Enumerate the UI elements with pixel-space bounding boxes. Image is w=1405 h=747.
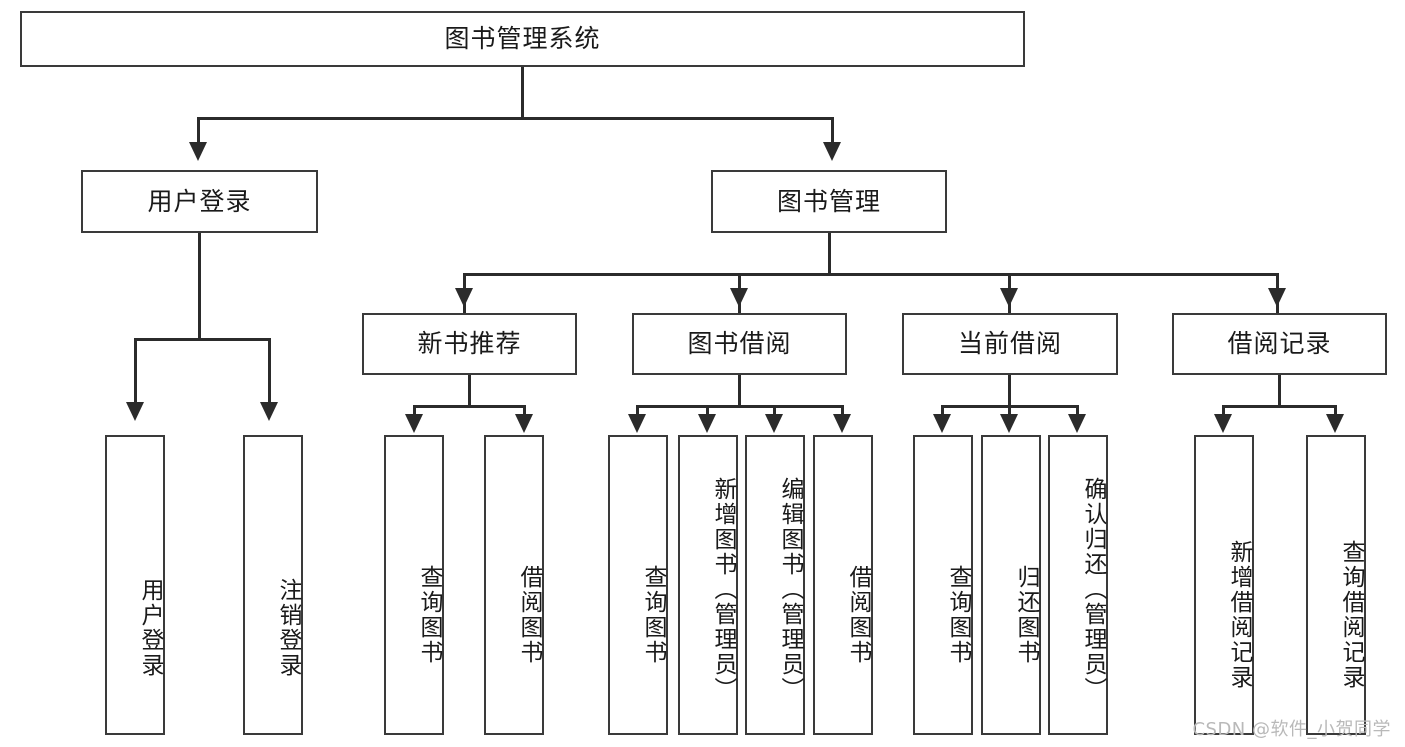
edge-new-book-bus (413, 405, 526, 408)
edge-current-borrow-drop-2 (1008, 405, 1011, 419)
edge-book-borrow-drop-1 (636, 405, 639, 419)
leaf-current-borrow-return-books[interactable]: 归还图书 (981, 435, 1041, 735)
edge-borrow-record-drop-2 (1334, 405, 1337, 419)
arrow-user-login-leaf-1 (126, 402, 144, 421)
node-label: 归还图书 (1013, 565, 1039, 665)
node-book-borrow[interactable]: 图书借阅 (632, 313, 847, 375)
edge-current-borrow-stem (1008, 375, 1011, 407)
edge-user-login-stem (198, 233, 201, 340)
edge-book-borrow-drop-2 (706, 405, 709, 419)
arrow-new-book-leaf-1 (405, 414, 423, 433)
leaf-current-borrow-query-books[interactable]: 查询图书 (913, 435, 973, 735)
edge-book-management-bus (463, 273, 1279, 276)
node-label: 查询图书 (945, 565, 971, 665)
arrow-new-book-leaf-2 (515, 414, 533, 433)
node-borrow-record[interactable]: 借阅记录 (1172, 313, 1387, 375)
edge-root-to-user-login (197, 117, 200, 146)
edge-new-book-drop-2 (523, 405, 526, 419)
node-label: 当前借阅 (957, 329, 1062, 359)
edge-root-to-book-management (831, 117, 834, 146)
node-label: 借阅记录 (1227, 329, 1332, 359)
arrow-root-to-book-management (823, 142, 841, 161)
arrow-book-borrow-leaf-3 (765, 414, 783, 433)
leaf-book-borrow-borrow-books[interactable]: 借阅图书 (813, 435, 873, 735)
arrow-book-borrow-leaf-1 (628, 414, 646, 433)
edge-borrow-record-bus (1222, 405, 1337, 408)
edge-current-borrow-drop-3 (1076, 405, 1079, 419)
leaf-user-login-login[interactable]: 用户登录 (105, 435, 165, 735)
node-label: 新书推荐 (417, 329, 522, 359)
node-new-book-recommend[interactable]: 新书推荐 (362, 313, 577, 375)
leaf-book-borrow-edit-book-admin[interactable]: 编辑图书（管理员） (745, 435, 805, 735)
node-label: 注销登录 (275, 578, 301, 678)
leaf-new-book-borrow-books[interactable]: 借阅图书 (484, 435, 544, 735)
node-label: 图书管理 (776, 186, 881, 216)
node-label: 编辑图书（管理员） (777, 476, 803, 702)
node-root-book-management-system[interactable]: 图书管理系统 (20, 11, 1025, 67)
node-label: 借阅图书 (845, 565, 871, 665)
edge-book-borrow-stem (738, 375, 741, 407)
edge-book-borrow-drop-3 (773, 405, 776, 419)
edge-current-borrow-drop-1 (941, 405, 944, 419)
arrow-bm-to-book-borrow (730, 288, 748, 307)
node-label: 用户登录 (147, 186, 252, 216)
arrow-user-login-leaf-2 (260, 402, 278, 421)
arrow-bm-to-borrow-record (1268, 288, 1286, 307)
arrow-root-to-user-login (189, 142, 207, 161)
node-label: 图书管理系统 (444, 24, 601, 54)
edge-book-borrow-bus (636, 405, 843, 408)
edge-user-login-bus (134, 338, 271, 341)
edge-borrow-record-stem (1278, 375, 1281, 407)
edge-root-stem (521, 67, 524, 119)
node-book-management[interactable]: 图书管理 (711, 170, 947, 233)
edge-root-bus (197, 117, 834, 120)
arrow-borrow-record-leaf-2 (1326, 414, 1344, 433)
arrow-borrow-record-leaf-1 (1214, 414, 1232, 433)
edge-book-management-stem (828, 233, 831, 275)
leaf-new-book-query-books[interactable]: 查询图书 (384, 435, 444, 735)
leaf-current-borrow-confirm-return-admin[interactable]: 确认归还（管理员） (1048, 435, 1108, 735)
edge-user-login-drop-1 (134, 338, 137, 405)
arrow-current-borrow-leaf-1 (933, 414, 951, 433)
edge-new-book-drop-1 (413, 405, 416, 419)
arrow-bm-to-new-book-recommend (455, 288, 473, 307)
node-label: 确认归还（管理员） (1080, 476, 1106, 702)
arrow-bm-to-current-borrow (1000, 288, 1018, 307)
edge-book-borrow-drop-4 (841, 405, 844, 419)
node-label: 借阅图书 (516, 565, 542, 665)
leaf-borrow-record-add-record[interactable]: 新增借阅记录 (1194, 435, 1254, 735)
node-label: 用户登录 (137, 578, 163, 678)
node-label: 查询图书 (640, 565, 666, 665)
leaf-user-login-logout[interactable]: 注销登录 (243, 435, 303, 735)
node-label: 新增借阅记录 (1226, 540, 1252, 690)
arrow-current-borrow-leaf-2 (1000, 414, 1018, 433)
arrow-current-borrow-leaf-3 (1068, 414, 1086, 433)
node-label: 新增图书（管理员） (710, 476, 736, 702)
edge-user-login-drop-2 (268, 338, 271, 405)
arrow-book-borrow-leaf-2 (698, 414, 716, 433)
node-label: 查询图书 (416, 565, 442, 665)
leaf-book-borrow-query-books[interactable]: 查询图书 (608, 435, 668, 735)
node-user-login[interactable]: 用户登录 (81, 170, 318, 233)
leaf-book-borrow-add-book-admin[interactable]: 新增图书（管理员） (678, 435, 738, 735)
node-label: 图书借阅 (687, 329, 792, 359)
arrow-book-borrow-leaf-4 (833, 414, 851, 433)
node-current-borrow[interactable]: 当前借阅 (902, 313, 1118, 375)
node-label: 查询借阅记录 (1338, 540, 1364, 690)
leaf-borrow-record-query-record[interactable]: 查询借阅记录 (1306, 435, 1366, 735)
edge-new-book-stem (468, 375, 471, 407)
edge-borrow-record-drop-1 (1222, 405, 1225, 419)
